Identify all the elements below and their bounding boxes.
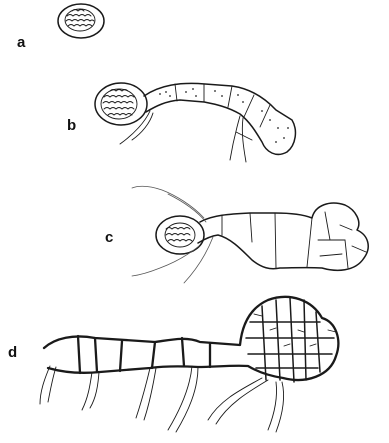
spore-b xyxy=(95,83,147,125)
prothallus-cells-d xyxy=(246,298,336,382)
panel-d-label: d xyxy=(8,344,17,361)
granules-b xyxy=(159,88,289,143)
spore-a xyxy=(58,4,104,38)
rhizoids-d xyxy=(40,366,284,432)
panel-b-label: b xyxy=(67,117,76,134)
spore-c xyxy=(156,216,204,254)
panel-b: b xyxy=(67,83,295,162)
filament-c xyxy=(198,203,368,270)
panel-a-label: a xyxy=(17,34,26,51)
panel-a: a xyxy=(17,4,104,51)
panel-c-label: c xyxy=(105,229,113,246)
germ-tube-b xyxy=(144,83,295,154)
panel-c: c xyxy=(105,186,368,283)
panel-d: d xyxy=(8,297,338,432)
